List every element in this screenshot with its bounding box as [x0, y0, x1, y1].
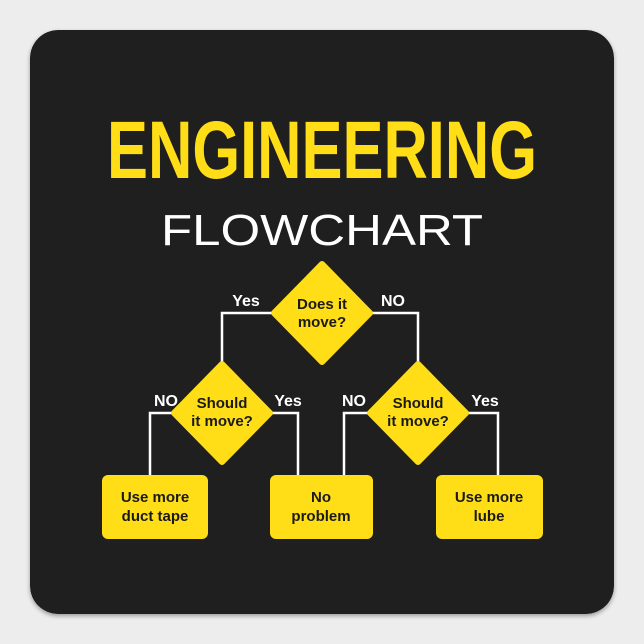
page-subtitle: FLOWCHART [161, 206, 483, 255]
result-no-problem-line2: problem [291, 508, 350, 525]
result-lube-line2: lube [474, 508, 505, 525]
connector-root-no [352, 311, 420, 375]
result-node-no-problem: No problem [270, 475, 373, 539]
result-duct-tape-line2: duct tape [122, 508, 189, 525]
connector-lines [148, 311, 500, 475]
connector-root-yes [220, 311, 292, 375]
result-box-lube [436, 475, 543, 539]
edge-label-right-no: NO [342, 393, 366, 410]
sticker: ENGINEERING FLOWCHART Yes NO NO Yes NO Y… [30, 30, 614, 614]
decision-node-left: Should it move? [171, 361, 273, 465]
decision-node-root: Does it move? [271, 261, 373, 365]
decision-diamond-left [171, 361, 273, 465]
page-title: ENGINEERING [107, 105, 537, 196]
result-box-duct-tape [102, 475, 208, 539]
decision-right-line2: it move? [387, 413, 449, 430]
result-box-no-problem [270, 475, 373, 539]
result-node-duct-tape: Use more duct tape [102, 475, 208, 539]
result-no-problem-line1: No [311, 489, 331, 506]
result-lube-line1: Use more [455, 489, 523, 506]
edge-label-left-no: NO [154, 393, 178, 410]
result-node-lube: Use more lube [436, 475, 543, 539]
flowchart-diagram: ENGINEERING FLOWCHART Yes NO NO Yes NO Y… [30, 30, 614, 614]
edge-label-root-no: NO [381, 293, 405, 310]
decision-left-line1: Should [197, 395, 248, 412]
decision-root-line2: move? [298, 314, 346, 331]
decision-node-right: Should it move? [367, 361, 469, 465]
edge-label-right-yes: Yes [471, 393, 499, 410]
decision-left-line2: it move? [191, 413, 253, 430]
decision-root-line1: Does it [297, 296, 347, 313]
decision-diamond-right [367, 361, 469, 465]
edge-label-left-yes: Yes [274, 393, 302, 410]
edge-label-root-yes: Yes [232, 293, 260, 310]
result-duct-tape-line1: Use more [121, 489, 189, 506]
decision-right-line1: Should [393, 395, 444, 412]
decision-diamond-root [271, 261, 373, 365]
